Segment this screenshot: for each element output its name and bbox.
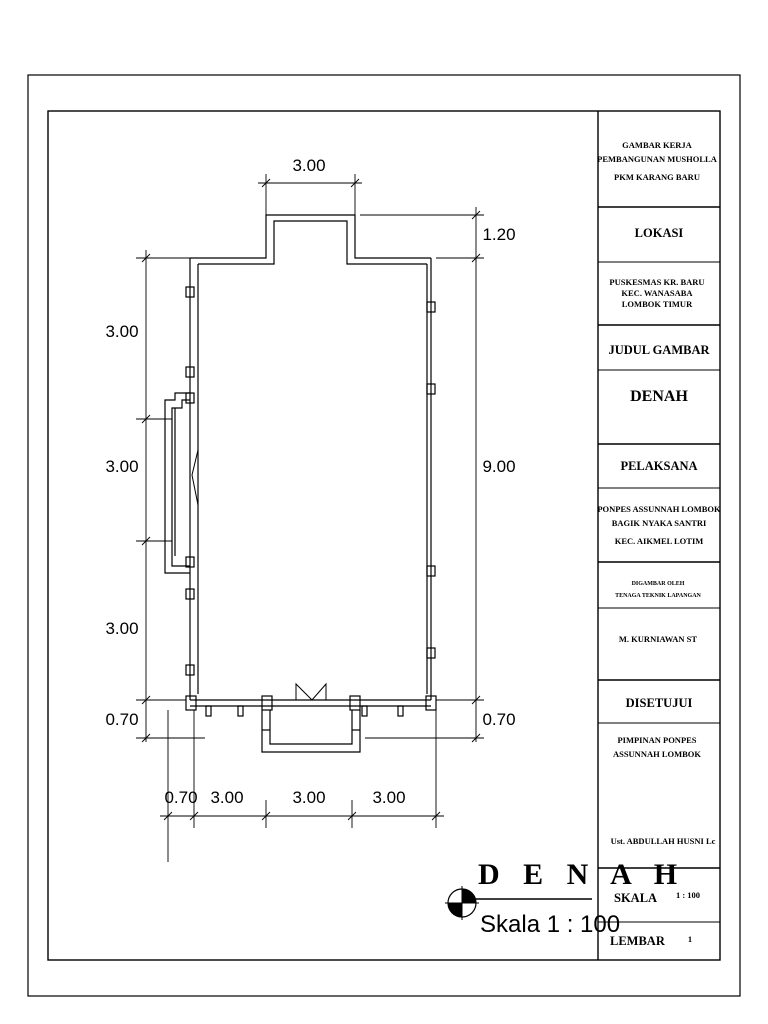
dim-bottom-2: 3.00 bbox=[210, 788, 243, 807]
pelaksana-line-3: KEC. AIKMEL LOTIM bbox=[615, 536, 704, 546]
skala-label: SKALA bbox=[614, 891, 657, 905]
bottom-wall bbox=[185, 682, 437, 717]
digambar-line-1: DIGAMBAR OLEH bbox=[632, 581, 685, 587]
plan-scale: Skala 1 : 100 bbox=[480, 911, 620, 938]
judul-value: DENAH bbox=[630, 388, 688, 405]
dim-bottom-3: 3.00 bbox=[292, 788, 325, 807]
floor-plan bbox=[164, 214, 437, 753]
plan-title: D E N A H bbox=[478, 858, 685, 891]
dim-right-bottom: 0.70 bbox=[482, 710, 515, 729]
dim-left-1: 3.00 bbox=[105, 322, 138, 341]
title-block: GAMBAR KERJA PEMBANGUNAN MUSHOLLA PKM KA… bbox=[597, 111, 721, 960]
disetujui-label: DISETUJUI bbox=[626, 696, 693, 710]
dim-left-3: 3.00 bbox=[105, 619, 138, 638]
dim-right-main: 9.00 bbox=[482, 457, 515, 476]
dim-bottom-4: 3.00 bbox=[372, 788, 405, 807]
plan-title-block: D E N A H Skala 1 : 100 bbox=[445, 858, 685, 938]
pelaksana-line-1: PONPES ASSUNNAH LOMBOK bbox=[597, 504, 721, 514]
left-wall bbox=[185, 258, 199, 700]
top-wall bbox=[190, 214, 431, 265]
pelaksana-line-2: BAGIK NYAKA SANTRI bbox=[612, 518, 707, 528]
dim-top-right-height: 1.20 bbox=[482, 225, 515, 244]
lokasi-line-1: PUSKESMAS KR. BARU bbox=[609, 277, 704, 287]
lokasi-line-3: LOMBOK TIMUR bbox=[622, 299, 693, 309]
judul-label: JUDUL GAMBAR bbox=[608, 343, 710, 357]
drafter-name: M. KURNIAWAN ST bbox=[619, 634, 697, 644]
lokasi-line-2: KEC. WANASABA bbox=[621, 288, 693, 298]
pelaksana-label: PELAKSANA bbox=[620, 459, 697, 473]
disetujui-line-2: ASSUNNAH LOMBOK bbox=[613, 749, 701, 759]
disetujui-line-1: PIMPINAN PONPES bbox=[617, 735, 696, 745]
project-line-2: PEMBANGUNAN MUSHOLLA bbox=[597, 154, 718, 164]
inner-border bbox=[47, 110, 721, 961]
right-wall bbox=[426, 258, 436, 700]
front-porch bbox=[261, 710, 361, 753]
dimension-lines bbox=[136, 174, 484, 862]
lembar-value: 1 bbox=[688, 934, 692, 944]
skala-value: 1 : 100 bbox=[676, 890, 700, 900]
north-arrow-icon bbox=[445, 886, 479, 920]
lembar-label: LEMBAR bbox=[610, 934, 666, 948]
dim-left-2: 3.00 bbox=[105, 457, 138, 476]
project-line-1: GAMBAR KERJA bbox=[622, 140, 693, 150]
digambar-line-2: TENAGA TEKNIK LAPANGAN bbox=[615, 593, 701, 599]
project-line-3: PKM KARANG BARU bbox=[614, 172, 700, 182]
lokasi-label: LOKASI bbox=[635, 226, 684, 240]
dim-left-4: 0.70 bbox=[105, 710, 138, 729]
approver-name: Ust. ABDULLAH HUSNI Lc bbox=[611, 836, 716, 846]
dim-top-width: 3.00 bbox=[292, 156, 325, 175]
side-entrance bbox=[164, 392, 199, 574]
dim-bottom-1: 0.70 bbox=[164, 788, 197, 807]
outer-border bbox=[27, 74, 741, 997]
